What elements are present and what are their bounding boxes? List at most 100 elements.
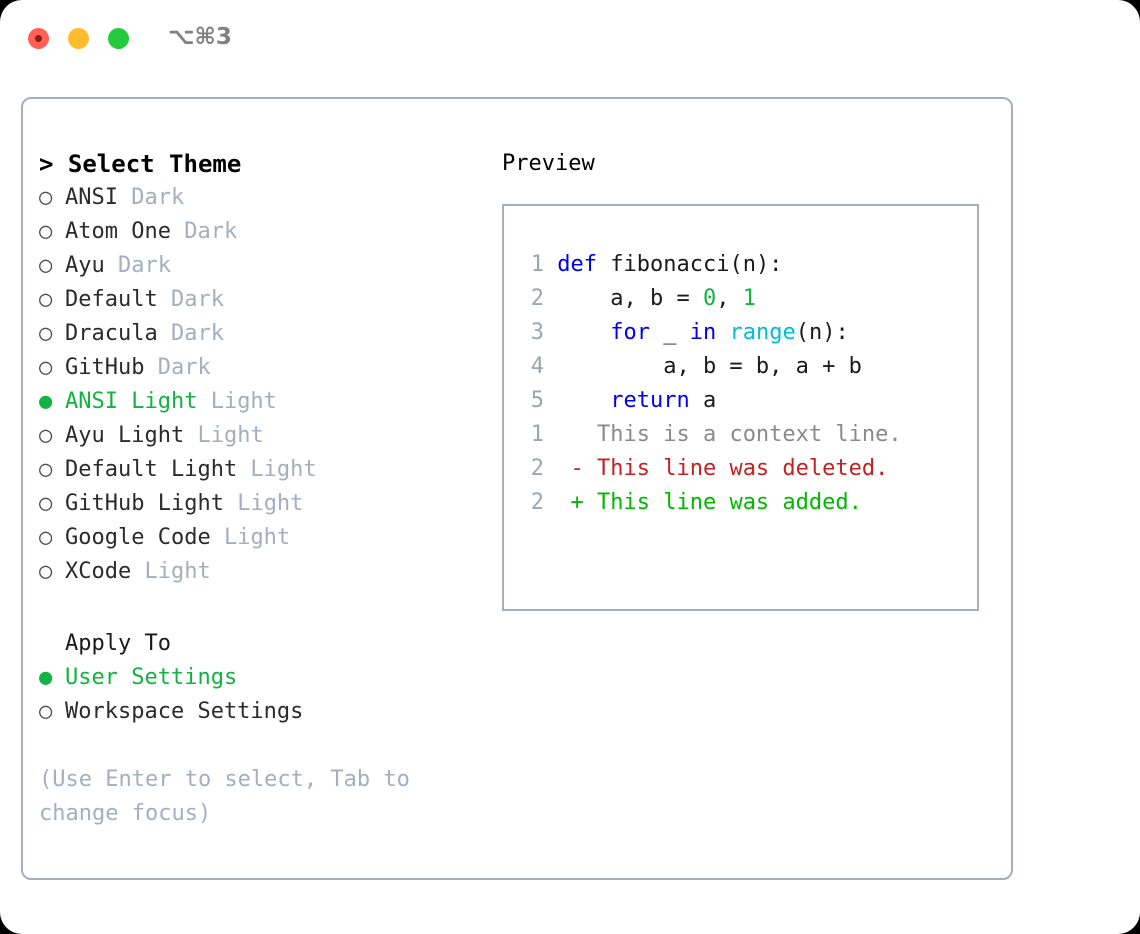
code-token: return <box>610 388 690 413</box>
title-bar: ⌥⌘3 <box>0 0 1140 78</box>
apply-to-option-label: Workspace Settings <box>65 699 304 724</box>
theme-option-github[interactable]: ○ GitHub Dark <box>39 351 479 385</box>
theme-option-default[interactable]: ○Default Dark <box>39 283 479 317</box>
code-token: a, b = <box>557 286 703 311</box>
theme-selector-list: > Select Theme ○ANSI Dark○Atom One Dark○… <box>39 147 479 589</box>
radio-unselected-icon: ○ <box>39 287 53 312</box>
code-token: _ <box>649 320 690 345</box>
code-token <box>557 388 610 413</box>
radio-selected-icon: ● <box>39 389 53 414</box>
code-token: for <box>610 320 650 345</box>
theme-option-label: Ayu <box>65 253 105 278</box>
theme-option-label: Dracula <box>65 321 158 346</box>
code-line: 1 def fibonacci(n): <box>518 248 862 282</box>
theme-list-header: > Select Theme <box>39 150 242 178</box>
close-icon[interactable] <box>28 28 49 49</box>
keyboard-hint-text: (Use Enter to select, Tab to change focu… <box>39 767 410 826</box>
window-shortcut-label: ⌥⌘3 <box>168 24 232 50</box>
apply-to-option-workspace-settings[interactable]: ○ Workspace Settings <box>39 695 479 729</box>
code-token <box>716 320 729 345</box>
diff-text: This line was added. <box>583 490 862 515</box>
radio-unselected-icon: ○ <box>39 525 53 550</box>
code-token: fibonacci(n): <box>597 252 783 277</box>
theme-option-label: GitHub Light <box>65 491 224 516</box>
theme-variant-badge: Dark <box>170 219 238 244</box>
radio-unselected-icon: ○ <box>39 559 53 584</box>
theme-variant-badge: Light <box>223 491 304 516</box>
diff-marker: + <box>570 490 584 515</box>
maximize-icon[interactable] <box>108 28 129 49</box>
theme-option-label: ANSI <box>65 185 118 210</box>
code-line-number: 1 <box>530 252 544 277</box>
apply-to-option-label: User Settings <box>65 665 238 690</box>
theme-option-github-light[interactable]: ○ GitHub Light Light <box>39 487 479 521</box>
theme-variant-badge: Light <box>210 525 291 550</box>
diff-marker <box>571 422 584 447</box>
apply-to-options-container: ● User Settings ○ Workspace Settings <box>39 661 479 729</box>
theme-option-label: ANSI Light <box>65 389 198 414</box>
theme-variant-badge: Light <box>131 559 211 584</box>
code-token: , <box>716 286 743 311</box>
code-token: a, b = b, a + b <box>557 354 862 379</box>
theme-option-ayu-light[interactable]: ○Ayu Light Light <box>39 419 479 453</box>
radio-unselected-icon: ○ <box>39 355 53 380</box>
theme-option-dracula[interactable]: ○Dracula Dark <box>39 317 479 351</box>
apply-to-label: Apply To <box>65 631 171 656</box>
diff-line-number: 1 <box>530 422 544 447</box>
radio-unselected-icon: ○ <box>39 491 53 516</box>
preview-header: Preview <box>502 151 595 176</box>
diff-line-number: 2 <box>530 456 544 481</box>
theme-option-ayu[interactable]: ○ Ayu Dark <box>39 249 479 283</box>
theme-option-default-light[interactable]: ○Default Light Light <box>39 453 479 487</box>
code-token: 0 <box>702 286 717 311</box>
diff-line: 2 + This line was added. <box>518 486 902 520</box>
theme-option-ansi-light[interactable]: ● ANSI Light Light <box>39 385 479 419</box>
code-token: 1 <box>742 286 756 311</box>
code-line-number: 5 <box>530 388 544 413</box>
theme-variant-badge: Light <box>197 389 277 414</box>
radio-unselected-icon: ○ <box>39 699 53 724</box>
code-line-number: 3 <box>530 320 544 345</box>
code-line: 2 a, b = 0, 1 <box>518 282 862 316</box>
theme-variant-badge: Light <box>237 457 317 482</box>
theme-option-google-code[interactable]: ○ Google Code Light <box>39 521 479 555</box>
diff-sample: 1 This is a context line.2 - This line w… <box>518 418 902 520</box>
theme-option-label: GitHub <box>65 355 145 380</box>
code-line: 5 return a <box>518 384 862 418</box>
code-line: 4 a, b = b, a + b <box>518 350 862 384</box>
radio-unselected-icon: ○ <box>39 423 53 448</box>
code-token: in <box>689 320 717 345</box>
theme-option-ansi[interactable]: ○ANSI Dark <box>39 181 479 215</box>
diff-text: This is a context line. <box>583 422 902 447</box>
code-token: (n): <box>795 320 849 345</box>
theme-variant-badge: Dark <box>117 185 185 210</box>
theme-variant-badge: Light <box>184 423 264 448</box>
code-token: a <box>689 388 717 413</box>
theme-variant-badge: Dark <box>104 253 171 278</box>
diff-line-number: 2 <box>530 490 544 515</box>
radio-unselected-icon: ○ <box>39 253 53 278</box>
code-line-number: 4 <box>530 354 544 379</box>
radio-selected-icon: ● <box>39 665 53 690</box>
apply-to-group: Apply To ● User Settings ○ Workspace Settin… <box>39 627 479 729</box>
theme-variant-badge: Dark <box>157 321 224 346</box>
diff-text: This line was deleted. <box>583 456 889 481</box>
apply-to-option-user-settings[interactable]: ● User Settings <box>39 661 479 695</box>
minimize-icon[interactable] <box>68 28 89 49</box>
code-token: def <box>557 252 597 277</box>
theme-option-xcode[interactable]: ○XCode Light <box>39 555 479 589</box>
radio-unselected-icon: ○ <box>39 219 53 244</box>
code-token <box>557 320 610 345</box>
code-token: range <box>729 320 796 345</box>
preview-section: Preview <box>502 147 992 181</box>
theme-option-atom-one[interactable]: ○ Atom One Dark <box>39 215 479 249</box>
code-line: 3 for _ in range(n): <box>518 316 862 350</box>
theme-option-label: Default <box>65 287 158 312</box>
theme-option-label: Atom One <box>65 219 171 244</box>
theme-option-label: Google Code <box>65 525 211 550</box>
diff-line: 1 This is a context line. <box>518 418 902 452</box>
theme-variant-badge: Dark <box>144 355 211 380</box>
